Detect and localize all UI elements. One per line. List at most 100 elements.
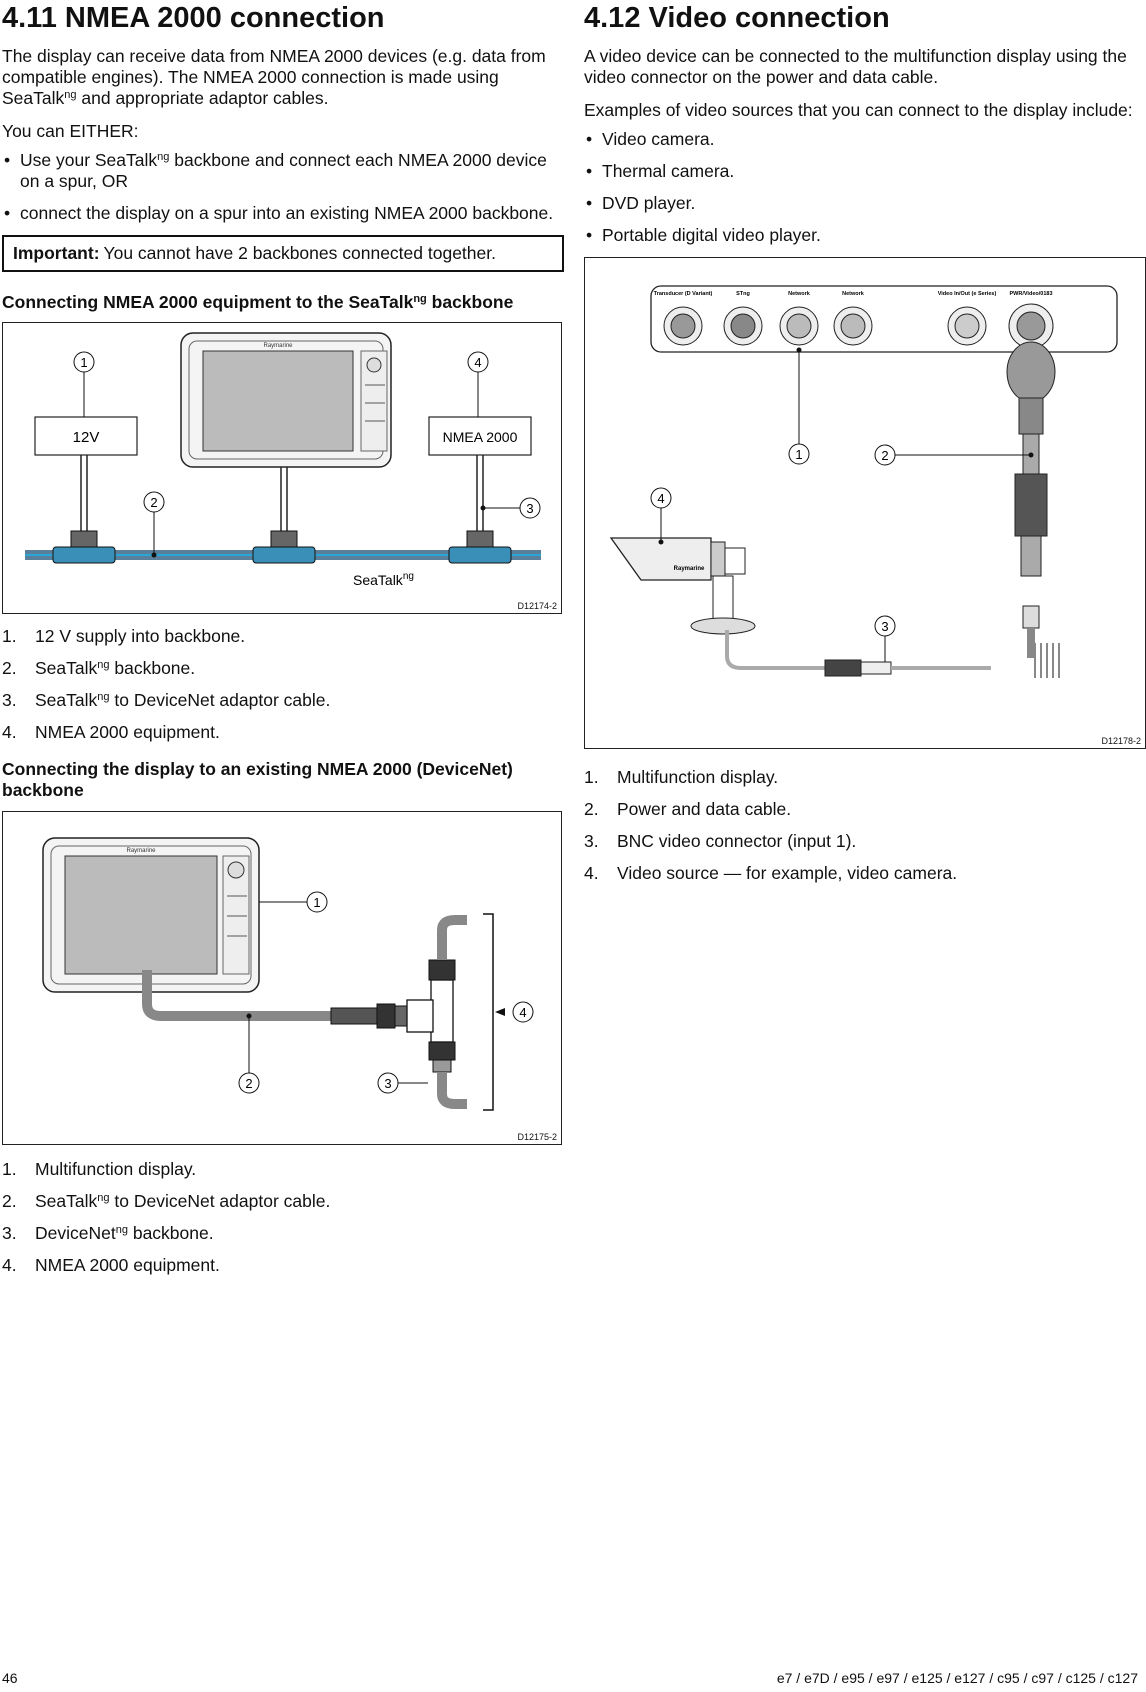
list-item: Thermal camera. <box>584 161 1146 182</box>
svg-text:1: 1 <box>313 895 320 910</box>
svg-text:1: 1 <box>795 447 802 462</box>
backbone-cable <box>437 915 467 960</box>
display-brand: Raymarine <box>126 848 156 854</box>
figure-id: D12175-2 <box>517 1132 557 1142</box>
fig-seatalk-backbone: Raymarine 12V NMEA 2000 <box>2 322 562 614</box>
fig2-callouts: 1 2 3 4 <box>238 891 534 1094</box>
svg-text:PWR/Video/0183: PWR/Video/0183 <box>1010 291 1053 297</box>
legend-number: 4. <box>2 1255 17 1275</box>
intro-text: The display can receive data from NMEA 2… <box>2 46 546 108</box>
nmea-intro: The display can receive data from NMEA 2… <box>2 46 564 109</box>
svg-text:3: 3 <box>526 501 533 516</box>
left-column: 4.11 NMEA 2000 connection The display ca… <box>2 0 564 1287</box>
legend-number: 3. <box>2 1223 17 1243</box>
video-camera: Raymarine <box>609 537 756 635</box>
legend-item: 3. SeaTalkng to DeviceNet adaptor cable. <box>2 690 564 711</box>
item-text: Use your SeaTalk <box>20 150 158 170</box>
svg-text:4: 4 <box>657 491 664 506</box>
model-list: e7 / e7D / e95 / e97 / e125 / e127 / c95… <box>776 1670 1138 1686</box>
video-intro: A video device can be connected to the m… <box>584 46 1127 87</box>
callout-1 <box>73 351 95 373</box>
page-number: 46 <box>2 1670 18 1686</box>
list-item: Video camera. <box>584 129 1146 150</box>
legend-text: 12 V supply into backbone. <box>35 626 246 646</box>
legend-text: NMEA 2000 equipment. <box>35 722 220 742</box>
either-text: You can EITHER: <box>2 121 139 141</box>
legend-number: 2. <box>2 658 17 678</box>
list-item: Use your SeaTalkng backbone and connect … <box>2 150 564 192</box>
fig3-callouts: 1 2 3 4 <box>650 347 1034 662</box>
display-unit: Raymarine <box>180 332 392 468</box>
legend-number: 4. <box>2 722 17 742</box>
legend-number: 3. <box>584 831 599 851</box>
svg-text:3: 3 <box>881 619 888 634</box>
display-unit: Raymarine <box>42 837 260 993</box>
legend-item: 4. NMEA 2000 equipment. <box>2 722 564 743</box>
adaptor-cable <box>142 970 333 1021</box>
legend-item: 2.Power and data cable. <box>584 799 1146 820</box>
legend-text: NMEA 2000 equipment. <box>35 1255 220 1275</box>
callout-2 <box>238 1072 260 1094</box>
svg-text:4: 4 <box>474 355 481 370</box>
legend-item: 1.12 V supply into backbone. <box>2 626 564 647</box>
list-item: connect the display on a spur into an ex… <box>2 203 564 224</box>
svg-text:Raymarine: Raymarine <box>674 566 705 572</box>
legend-number: 4. <box>584 863 599 883</box>
svg-text:3: 3 <box>384 1076 391 1091</box>
backbone-cable <box>437 1072 467 1109</box>
heading-text-end: backbone <box>426 292 514 312</box>
callout-4 <box>650 487 672 509</box>
legend-text: SeaTalkng backbone. <box>35 658 196 678</box>
legend-number: 2. <box>584 799 599 819</box>
nmea-options-list: Use your SeaTalkng backbone and connect … <box>2 150 564 224</box>
right-column: 4.12 Video connection A video device can… <box>584 0 1146 895</box>
legend-text: BNC video connector (input 1). <box>617 831 857 851</box>
callout-3 <box>519 497 541 519</box>
legend-item: 3.DeviceNetng backbone. <box>2 1223 564 1244</box>
bnc-connector <box>824 659 892 677</box>
svg-text:4: 4 <box>519 1005 526 1020</box>
fig1-heading: Connecting NMEA 2000 equipment to the Se… <box>2 292 564 313</box>
legend-item: 1.Multifunction display. <box>584 767 1146 788</box>
list-item: Portable digital video player. <box>584 225 1146 246</box>
power-data-cable <box>1006 341 1060 678</box>
figure-id: D12174-2 <box>517 601 557 611</box>
fig2-legend: 1.Multifunction display. 2.SeaTalkng to … <box>2 1159 564 1276</box>
fig3-diagram: Transducer (D Variant) STng Network Netw… <box>609 285 1118 678</box>
callout-2 <box>143 491 165 513</box>
important-note: Important:You cannot have 2 backbones co… <box>2 235 564 272</box>
fig1-diagram: Raymarine 12V NMEA 2000 <box>25 332 541 588</box>
svg-text:STng: STng <box>736 291 750 297</box>
legend-number: 3. <box>2 690 17 710</box>
backbone-label: SeaTalkng <box>353 571 414 588</box>
heading-sup: ng <box>413 293 427 305</box>
important-label: Important: <box>13 243 100 263</box>
legend-item: 3. BNC video connector (input 1). <box>584 831 1146 852</box>
svg-text:Network: Network <box>788 291 811 297</box>
display-brand: Raymarine <box>263 343 293 349</box>
legend-text: SeaTalkng to DeviceNet adaptor cable. <box>35 690 331 710</box>
supply-label: 12V <box>73 429 100 446</box>
callout-4 <box>512 1001 534 1023</box>
fig2-diagram: Raymarine <box>42 837 534 1111</box>
legend-text: SeaTalkng to DeviceNet adaptor cable. <box>35 1191 331 1211</box>
video-examples: Examples of video sources that you can c… <box>584 100 1133 120</box>
callout-1 <box>788 443 810 465</box>
legend-text: Multifunction display. <box>617 767 779 787</box>
legend-number: 2. <box>2 1191 17 1211</box>
rear-connector-panel: Transducer (D Variant) STng Network Netw… <box>650 285 1118 353</box>
important-text: You cannot have 2 backbones connected to… <box>103 243 496 263</box>
section-title-video: 4.12 Video connection <box>584 2 890 34</box>
section-title-nmea: 4.11 NMEA 2000 connection <box>2 2 385 34</box>
legend-number: 1. <box>2 1159 17 1179</box>
item-text-end: backbone and connect each NMEA 2000 devi… <box>20 150 547 191</box>
figure-id: D12178-2 <box>1101 736 1141 746</box>
inline-connectors <box>330 1003 410 1029</box>
item-text: connect the display on a spur into an ex… <box>20 203 554 223</box>
callout-1 <box>306 891 328 913</box>
svg-text:2: 2 <box>150 495 157 510</box>
legend-item: 2. SeaTalkng backbone. <box>2 658 564 679</box>
video-cable <box>725 630 825 670</box>
nmea-box <box>428 416 532 456</box>
legend-text: Video source — for example, video camera… <box>617 863 958 883</box>
